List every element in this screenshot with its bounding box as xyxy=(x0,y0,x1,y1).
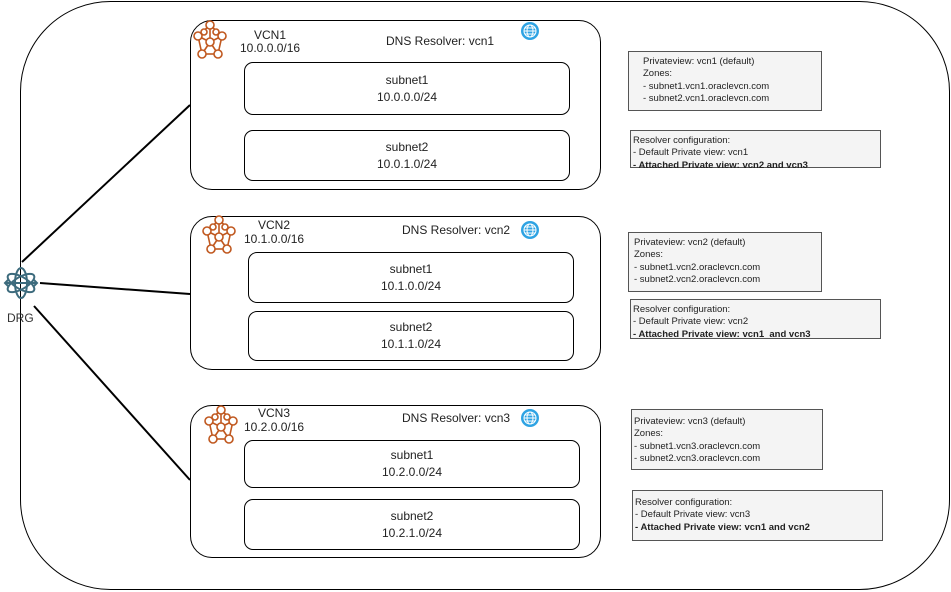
subnet-name: subnet1 xyxy=(390,448,434,462)
drg-vcn2-link xyxy=(39,282,191,295)
privateview-title: Privateview: vcn1 (default) xyxy=(643,56,755,67)
resolver-default-view: - Default Private view: vcn2 xyxy=(633,316,749,328)
vcn1-dns-resolver-label: DNS Resolver: vcn1 xyxy=(386,34,495,48)
subnet-cidr: 10.1.1.0/24 xyxy=(380,337,442,351)
privateview-title: Privateview: vcn2 (default) xyxy=(634,237,746,248)
subnet-cidr: 10.2.0.0/24 xyxy=(381,465,443,479)
resolver-config-title: Resolver configuration: xyxy=(633,135,731,146)
zone-item: - subnet1.vcn3.oraclevcn.com xyxy=(634,440,761,452)
vcn1-privateview-box: Privateview: vcn1 (default) Zones: - sub… xyxy=(628,51,822,111)
vcn3-subnet1[interactable]: subnet1 10.2.0.0/24 xyxy=(244,440,580,488)
drg-vcn1-link xyxy=(21,104,191,263)
resolver-attached-views: - Attached Private view: vcn1 and vcn2 xyxy=(635,521,810,533)
vcn1-cidr: 10.0.0.0/16 xyxy=(240,41,301,55)
zones-label: Zones: xyxy=(634,428,664,440)
drg-atom-icon xyxy=(3,267,39,299)
zone-item: - subnet2.vcn3.oraclevcn.com xyxy=(634,452,761,464)
vcn1-dns-globe-icon xyxy=(520,21,540,41)
vcn3-cidr: 10.2.0.0/16 xyxy=(244,420,305,434)
subnet-name: subnet2 xyxy=(385,139,429,154)
vcn2-subnet2[interactable]: subnet2 10.1.1.0/24 xyxy=(248,311,574,361)
zones-label: Zones: xyxy=(634,249,664,261)
vcn2-privateview-box: Privateview: vcn2 (default) Zones: - sub… xyxy=(628,232,822,292)
vcn2-network-icon xyxy=(202,215,236,254)
drg-label: DRG xyxy=(7,311,34,325)
drg-vcn3-link xyxy=(33,305,191,481)
subnet-name: subnet2 xyxy=(390,508,434,523)
resolver-default-view: - Default Private view: vcn3 xyxy=(635,509,751,521)
vcn3-privateview-box: Privateview: vcn3 (default) Zones: - sub… xyxy=(631,409,823,470)
resolver-config-title: Resolver configuration: xyxy=(633,304,731,315)
vcn3-dns-resolver-label: DNS Resolver: vcn3 xyxy=(402,411,511,425)
vcn2-name: VCN2 xyxy=(257,218,290,232)
zones-label: Zones: xyxy=(643,68,673,80)
resolver-attached-views: - Attached Private view: vcn2 and vcn3 xyxy=(633,159,808,171)
subnet-cidr: 10.1.0.0/24 xyxy=(380,278,442,293)
vcn1-subnet1[interactable]: subnet1 10.0.0.0/24 xyxy=(244,62,570,115)
vcn1-subnet2[interactable]: subnet2 10.0.1.0/24 xyxy=(244,130,570,181)
vcn1-resolver-config-box: Resolver configuration: - Default Privat… xyxy=(630,130,881,171)
vcn3-dns-globe-icon xyxy=(520,408,540,428)
resolver-config-title: Resolver configuration: xyxy=(635,497,733,508)
zone-item: - subnet1.vcn2.oraclevcn.com xyxy=(634,261,761,273)
subnet-cidr: 10.2.1.0/24 xyxy=(381,525,443,540)
vcn2-cidr: 10.1.0.0/16 xyxy=(244,232,305,246)
zone-item: - subnet2.vcn2.oraclevcn.com xyxy=(634,273,761,285)
subnet-name: subnet2 xyxy=(389,320,433,334)
privateview-title: Privateview: vcn3 (default) xyxy=(634,416,746,427)
vcn2-resolver-config-box: Resolver configuration: - Default Privat… xyxy=(630,299,881,340)
vcn2-subnet1[interactable]: subnet1 10.1.0.0/24 xyxy=(248,252,574,303)
resolver-attached-views: - Attached Private view: vcn1 and vcn3 xyxy=(633,328,811,340)
vcn3-resolver-config-box: Resolver configuration: - Default Privat… xyxy=(632,490,883,541)
vcn3-name: VCN3 xyxy=(257,406,290,420)
subnet-name: subnet1 xyxy=(385,72,429,87)
vcn3-subnet2[interactable]: subnet2 10.2.1.0/24 xyxy=(244,499,580,550)
vcn1-name: VCN1 xyxy=(253,28,286,42)
vcn2-dns-resolver-label: DNS Resolver: vcn2 xyxy=(402,223,511,237)
vcn2-dns-globe-icon xyxy=(520,220,540,240)
zone-item: - subnet2.vcn1.oraclevcn.com xyxy=(643,92,770,104)
zone-item: - subnet1.vcn1.oraclevcn.com xyxy=(643,80,770,92)
vcn3-network-icon xyxy=(204,405,238,444)
vcn1-network-icon xyxy=(193,20,227,59)
subnet-cidr: 10.0.1.0/24 xyxy=(376,156,438,171)
subnet-cidr: 10.0.0.0/24 xyxy=(376,89,438,104)
subnet-name: subnet1 xyxy=(389,261,433,276)
resolver-default-view: - Default Private view: vcn1 xyxy=(633,147,749,159)
